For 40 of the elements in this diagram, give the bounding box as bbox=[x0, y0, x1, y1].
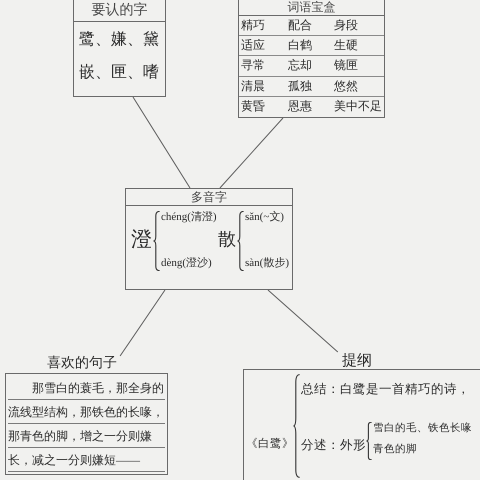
outline-text: 《白鹭》 bbox=[246, 438, 294, 452]
table-cell: 孤独 bbox=[286, 76, 332, 97]
table-cell-text: 恩惠 bbox=[287, 98, 313, 115]
outline-text: 青色的脚 bbox=[373, 444, 417, 457]
table-cell: 配合 bbox=[286, 16, 332, 36]
pinyin-text: dèng(澄沙) bbox=[161, 257, 212, 270]
pinyin-text: chéng(清澄) bbox=[161, 211, 217, 224]
outline-text: 分述：外形 bbox=[301, 438, 366, 453]
polyphone-box bbox=[125, 188, 293, 290]
table-cell: 白鹤 bbox=[286, 36, 332, 56]
table-cell: 镜匣 bbox=[332, 56, 384, 77]
table-cell: 悠然 bbox=[332, 76, 384, 97]
section-title: 喜欢的句子 bbox=[47, 356, 117, 373]
connector-line bbox=[267, 290, 338, 352]
connector-line bbox=[132, 96, 191, 188]
character-list: 鹭、嫌、黛 bbox=[79, 30, 159, 50]
table-cell: 生硬 bbox=[332, 36, 384, 56]
pinyin-text: sǎn(~文) bbox=[245, 211, 284, 224]
pinyin-text: sàn(散步) bbox=[245, 257, 289, 270]
character-list: 嵌、匣、嗜 bbox=[79, 63, 159, 82]
section-title: 提纲 bbox=[342, 352, 372, 370]
connector-line bbox=[120, 290, 166, 356]
table-cell: 精巧 bbox=[239, 16, 286, 36]
polyphone-character: 澄 bbox=[131, 227, 152, 252]
connector-line bbox=[219, 118, 284, 188]
word-table bbox=[238, 0, 385, 118]
outline-text: 总结：白鹭是一首精巧的诗， bbox=[301, 382, 470, 397]
box-title: 多音字 bbox=[126, 189, 292, 206]
outline-text: 雪白的毛、铁色长喙 bbox=[373, 423, 472, 436]
table-cell: 寻常 bbox=[239, 56, 286, 77]
table-cell: 适应 bbox=[239, 36, 286, 56]
box-title: 要认的字 bbox=[74, 0, 165, 22]
table-cell-text: 黄昏 bbox=[240, 98, 266, 115]
character-box bbox=[73, 0, 166, 97]
polyphone-character: 散 bbox=[218, 229, 236, 251]
table-title: 词语宝盒 bbox=[239, 0, 384, 16]
table-cell: 身段 bbox=[332, 16, 384, 36]
table-cell: 忘却 bbox=[286, 56, 332, 77]
table-cell: 清晨 bbox=[239, 76, 286, 97]
table-cell-text: 美中不足 bbox=[333, 98, 383, 115]
